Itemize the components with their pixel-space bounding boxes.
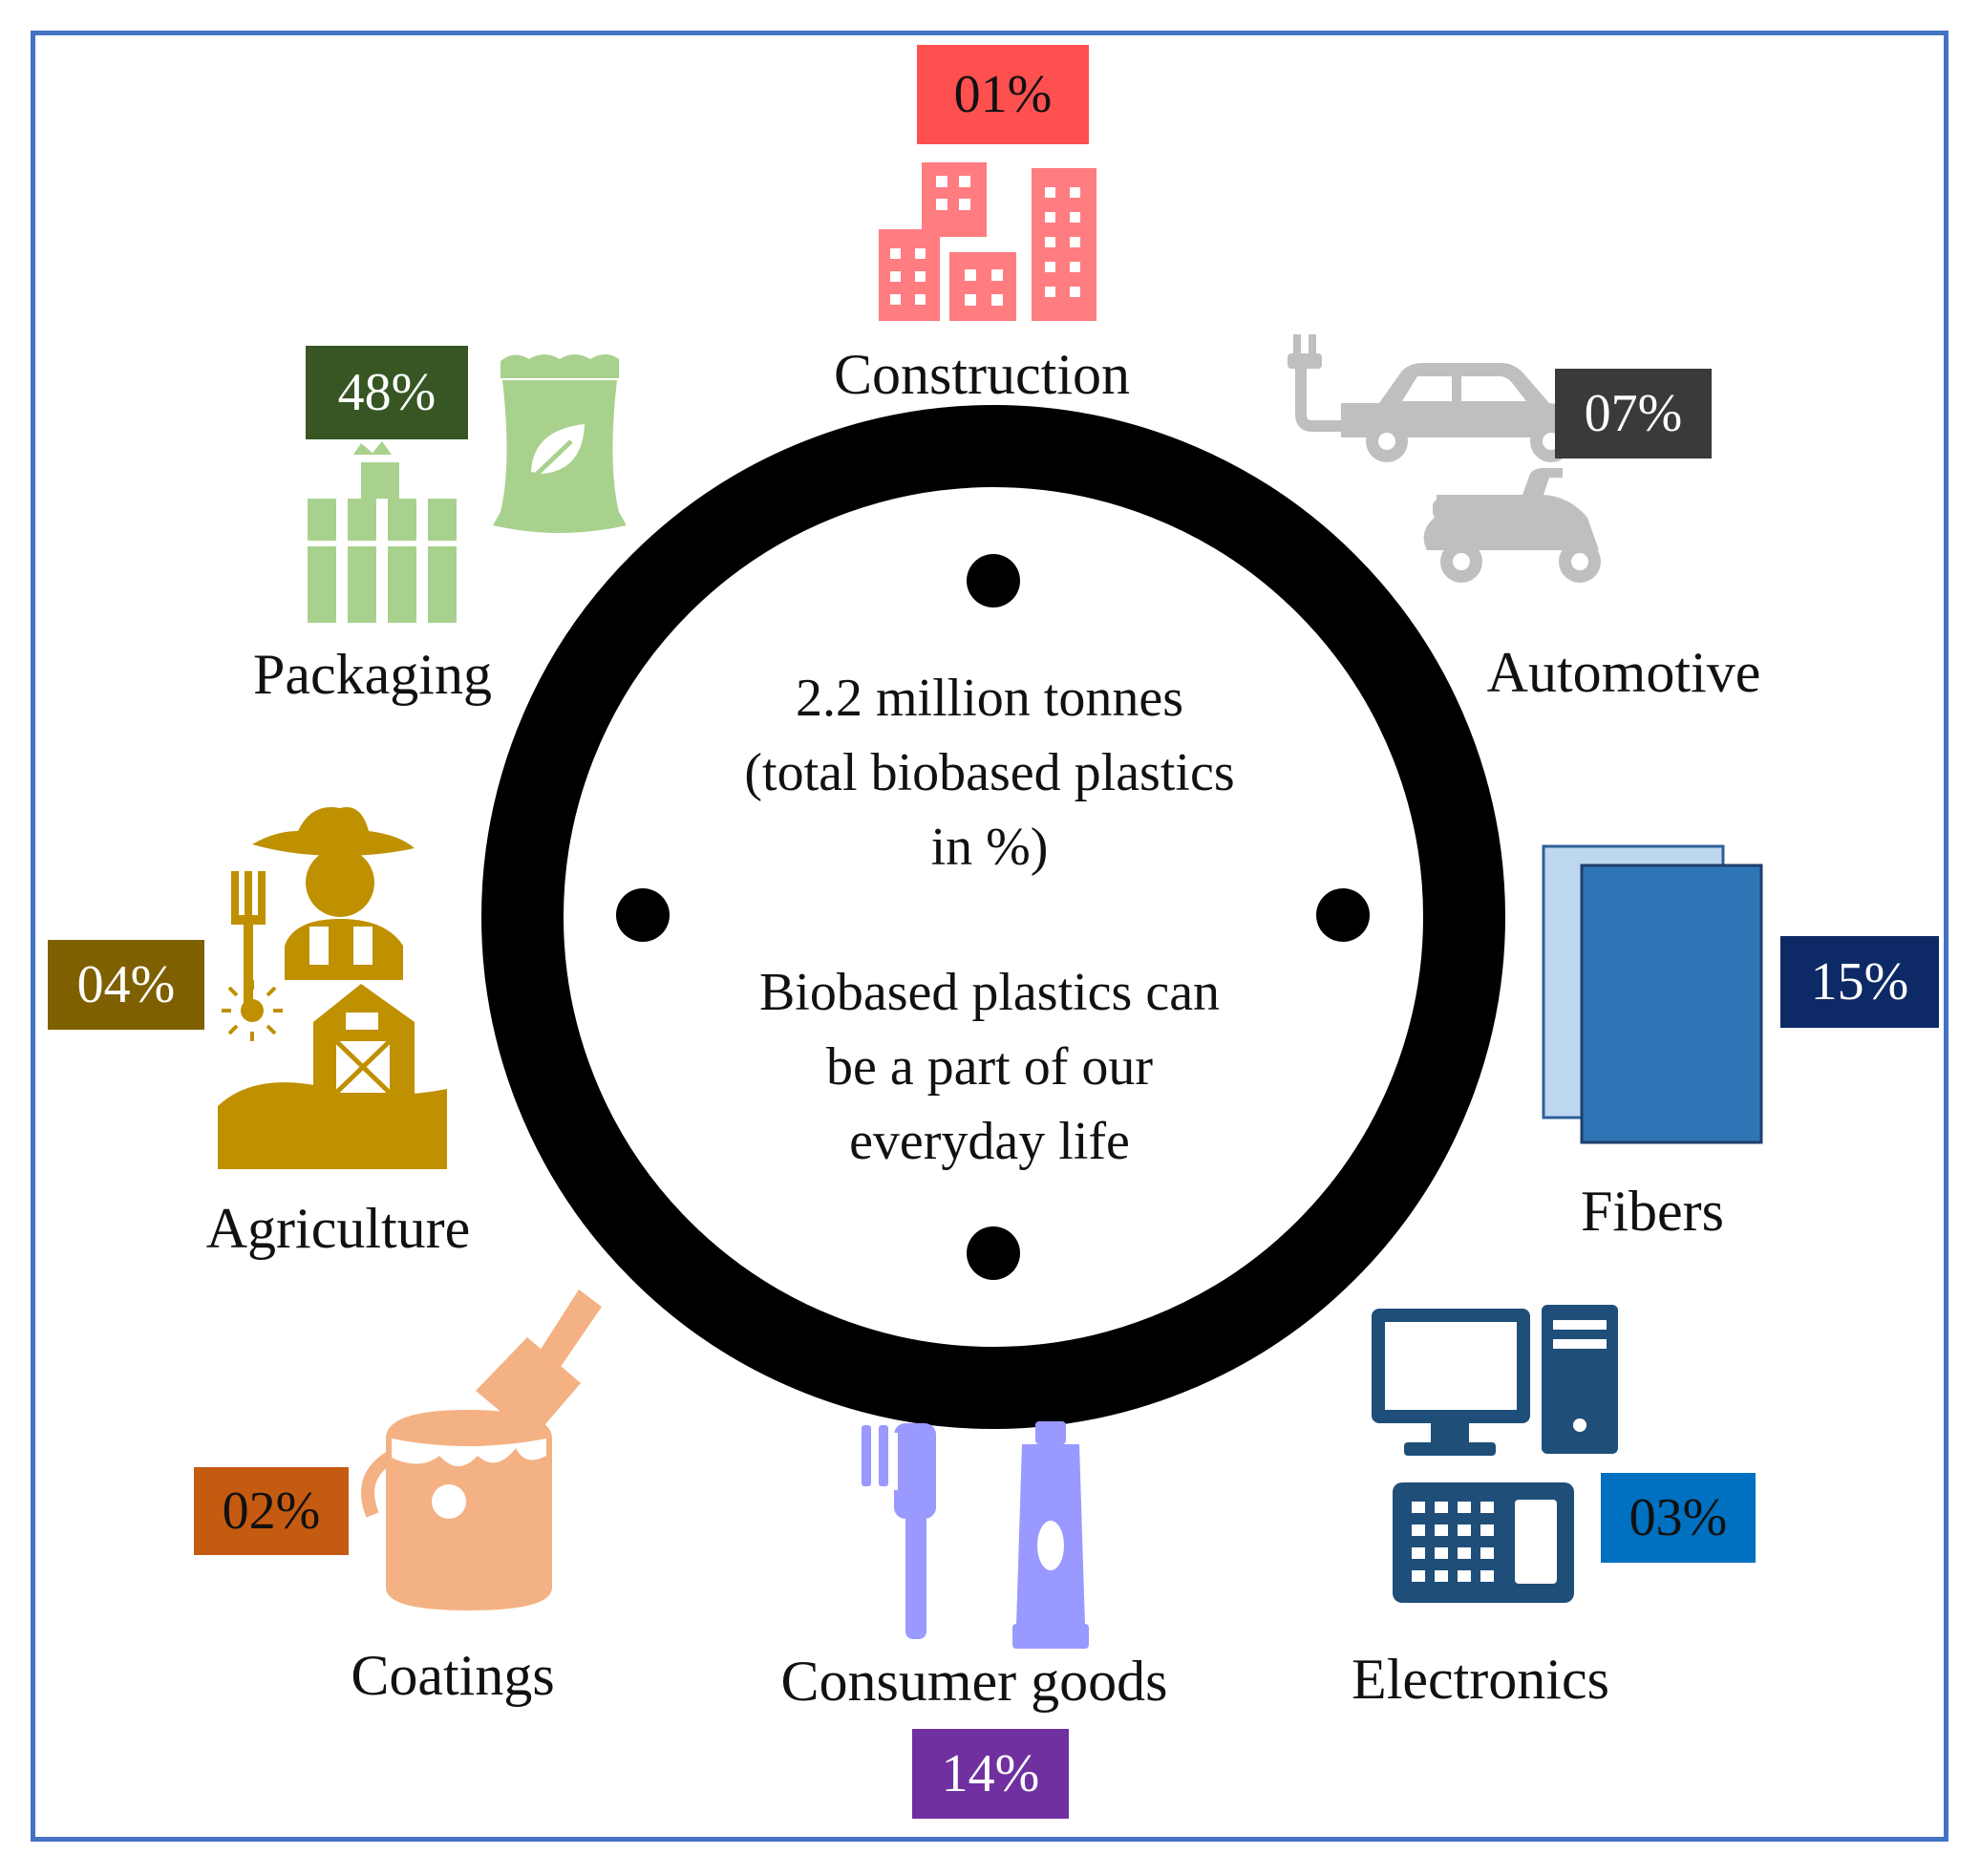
consumer-goods-percent: 14%: [941, 1744, 1040, 1803]
automotive-label: Automotive: [1486, 641, 1761, 704]
fibers-label: Fibers: [1581, 1180, 1724, 1243]
coatings-percent: 02%: [222, 1482, 321, 1541]
agriculture-percent: 04%: [76, 955, 176, 1014]
computer-phone-icon: [1372, 1305, 1618, 1603]
automotive-percent: 07%: [1584, 384, 1683, 443]
ring-dot-top: [967, 554, 1020, 608]
electronics-percent-box: 03%: [1601, 1473, 1756, 1563]
buildings-icon: [879, 162, 1096, 321]
agriculture-label: Agriculture: [205, 1197, 471, 1260]
diagram-frame: [31, 31, 1948, 1842]
center-line-2: (total biobased plastics: [744, 743, 1235, 802]
center-line-4: Biobased plastics can: [758, 963, 1221, 1022]
center-line-5: be a part of our: [825, 1037, 1154, 1097]
agriculture-percent-box: 04%: [48, 940, 204, 1030]
packaging-percent-box: 48%: [306, 346, 468, 439]
gift-bag-icon: [308, 354, 627, 623]
coatings-percent-box: 02%: [194, 1467, 349, 1555]
toothbrush-tube-icon: [862, 1421, 1089, 1649]
consumer-goods-label: Consumer goods: [780, 1650, 1168, 1713]
fibers-percent: 15%: [1810, 952, 1909, 1012]
construction-label: Construction: [834, 343, 1130, 406]
center-total-text: 2.2 million tonnes (total biobased plast…: [744, 661, 1234, 885]
fibers-percent-box: 15%: [1780, 936, 1939, 1028]
car-scooter-icon: [1288, 334, 1601, 583]
paint-bucket-icon: [361, 1290, 602, 1610]
automotive-percent-box: 07%: [1555, 369, 1712, 458]
center-line-6: everyday life: [849, 1112, 1130, 1171]
center-line-1: 2.2 million tonnes: [796, 669, 1183, 728]
electronics-percent: 03%: [1629, 1488, 1728, 1547]
center-tagline-text: Biobased plastics can be a part of our e…: [759, 955, 1220, 1179]
coatings-label: Coatings: [351, 1644, 555, 1707]
packaging-percent: 48%: [337, 363, 436, 422]
fiber-sheets-icon: [1542, 844, 1763, 1144]
electronics-label: Electronics: [1352, 1648, 1609, 1711]
consumer-goods-percent-box: 14%: [912, 1729, 1069, 1819]
construction-percent-box: 01%: [917, 45, 1089, 144]
ring-dot-right: [1316, 888, 1370, 942]
ring-dot-left: [616, 888, 670, 942]
construction-percent: 01%: [953, 65, 1053, 124]
farmer-barn-icon: [218, 807, 447, 1169]
ring-dot-bottom: [967, 1226, 1020, 1280]
center-line-3: in %): [930, 818, 1049, 877]
packaging-label: Packaging: [253, 643, 492, 706]
